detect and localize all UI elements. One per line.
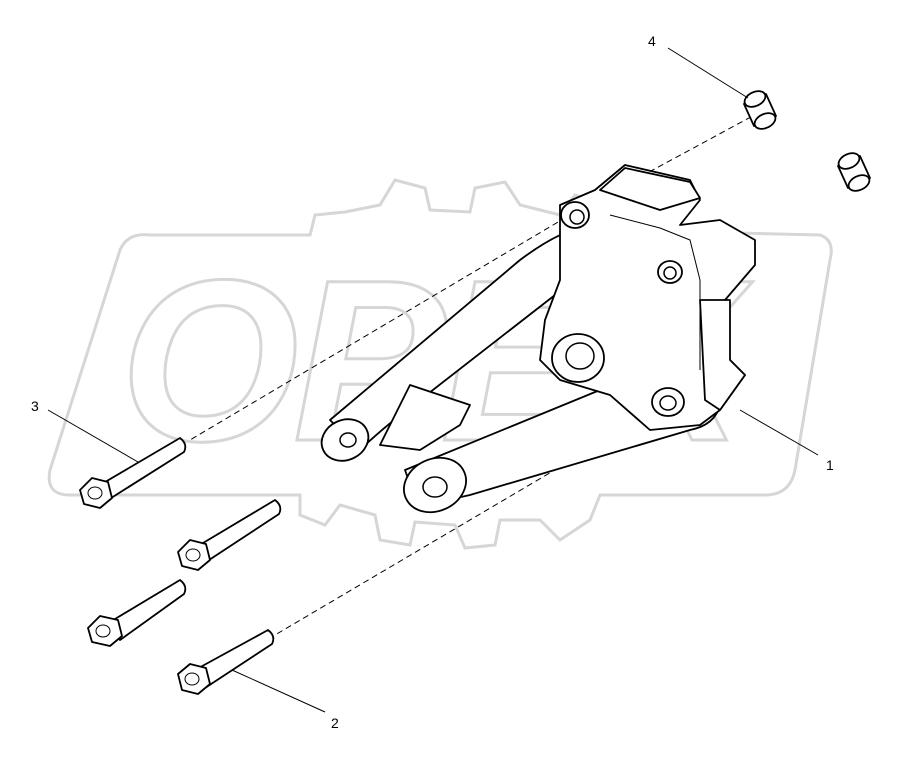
bolt-part-2 bbox=[177, 629, 275, 695]
bolt-part-3 bbox=[79, 437, 187, 509]
callout-3: 3 bbox=[31, 398, 39, 414]
bushing-spare bbox=[837, 152, 871, 192]
callout-2: 2 bbox=[331, 715, 339, 731]
callout-4: 4 bbox=[648, 33, 656, 49]
callout-1: 1 bbox=[826, 457, 834, 473]
callout-leaders bbox=[47, 47, 819, 713]
bolt-part-middle bbox=[87, 579, 187, 647]
bracket-part bbox=[320, 164, 756, 514]
bolt-part-upper bbox=[177, 499, 282, 571]
bushing-part-4 bbox=[743, 90, 777, 130]
